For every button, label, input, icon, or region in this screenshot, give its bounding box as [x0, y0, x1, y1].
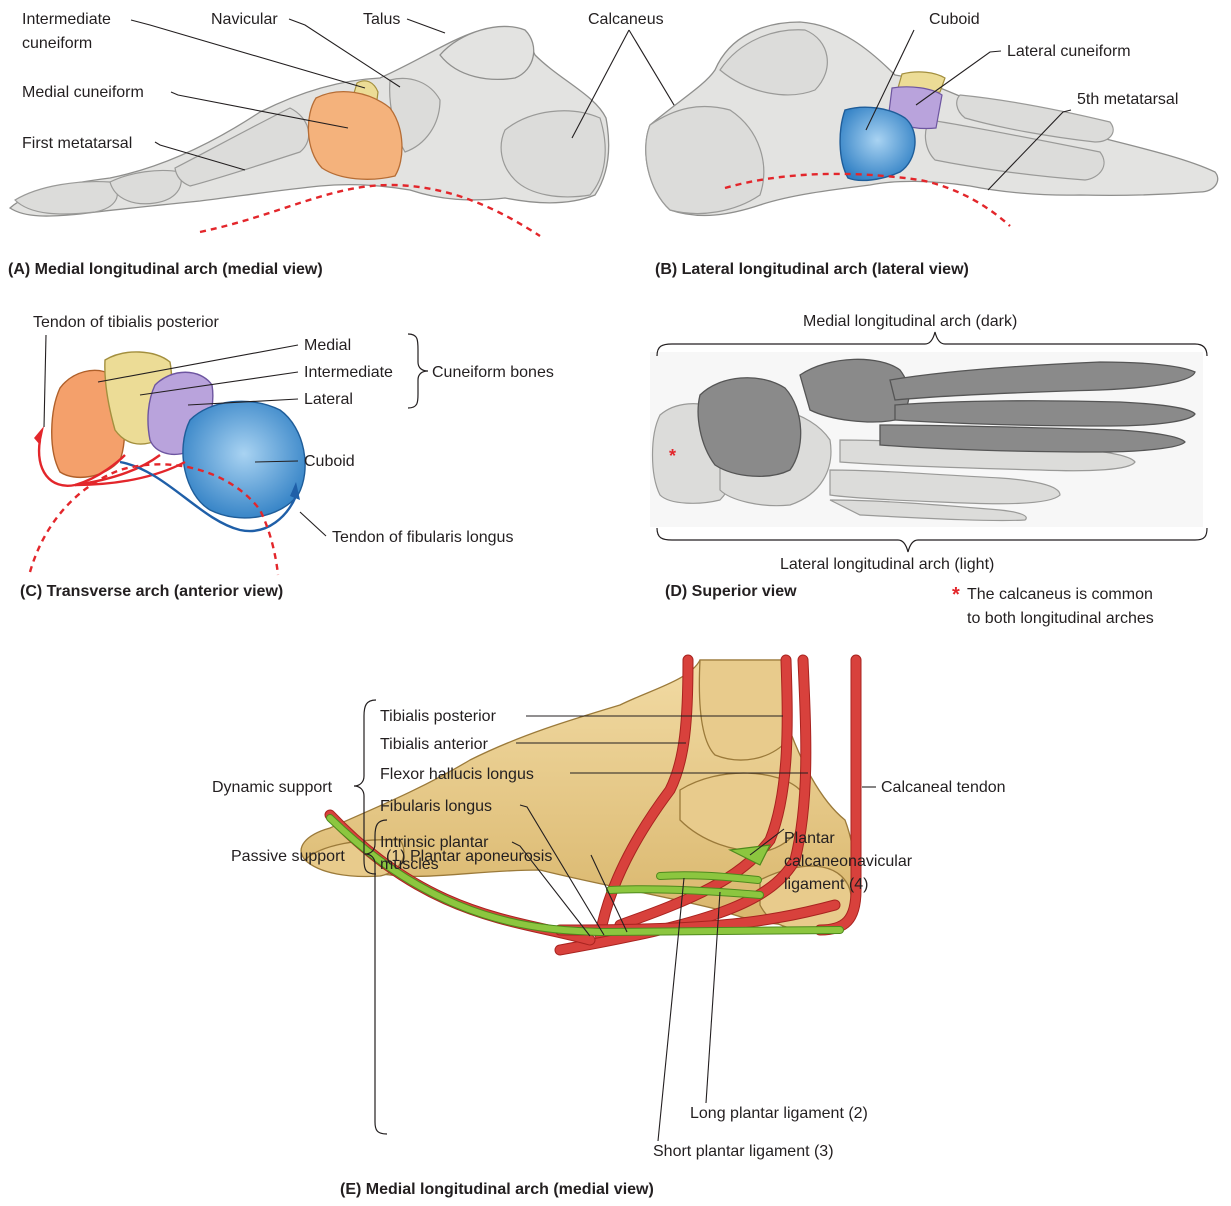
label-pcn-2: calcaneonavicular	[784, 853, 913, 870]
label-tib-ant: Tibialis anterior	[380, 736, 489, 753]
label-cuboid-c: Cuboid	[304, 453, 355, 470]
label-passive-support: Passive support	[231, 848, 345, 865]
leader-tendon-tib-post	[44, 335, 46, 427]
leader-tendon-fib-longus	[300, 512, 326, 536]
label-medial-c: Medial	[304, 337, 351, 354]
label-talus: Talus	[363, 11, 400, 28]
caption-panel-a: (A) Medial longitudinal arch (medial vie…	[8, 261, 323, 278]
label-calcaneal-tendon: Calcaneal tendon	[881, 779, 1006, 796]
label-lateral-c: Lateral	[304, 391, 353, 408]
caption-panel-b: (B) Lateral longitudinal arch (lateral v…	[655, 261, 969, 278]
panel-e: Tibialis posterior Tibialis anterior Fle…	[212, 660, 1006, 1198]
label-tendon-fib-longus: Tendon of fibularis longus	[332, 529, 513, 546]
cuboid-shape-lateral	[840, 107, 915, 180]
label-medial-arch-dark: Medial longitudinal arch (dark)	[803, 313, 1017, 330]
calcaneus-star-marker: *	[669, 446, 676, 466]
note-line-2: to both longitudinal arches	[967, 610, 1154, 627]
label-short-plantar: Short plantar ligament (3)	[653, 1143, 834, 1160]
label-lateral-arch-light: Lateral longitudinal arch (light)	[780, 556, 994, 573]
label-intermediate-cuneiform-1: Intermediate	[22, 11, 111, 28]
label-intermediate-c: Intermediate	[304, 364, 393, 381]
cuneiform-brace	[408, 334, 428, 408]
note-line-1: The calcaneus is common	[967, 586, 1153, 603]
label-pcn-3: ligament (4)	[784, 876, 868, 893]
label-plantar-aponeurosis: (1) Plantar aponeurosis	[386, 848, 552, 865]
label-tendon-tib-post: Tendon of tibialis posterior	[33, 314, 220, 331]
leader-talus	[407, 19, 445, 33]
label-cuneiform-bones: Cuneiform bones	[432, 364, 554, 381]
tibialis-posterior-arrowhead	[34, 426, 44, 445]
label-long-plantar: Long plantar ligament (2)	[690, 1105, 868, 1122]
caption-panel-d: (D) Superior view	[665, 583, 797, 600]
label-fib-longus: Fibularis longus	[380, 798, 492, 815]
cuboid-c	[183, 401, 305, 518]
tibia-shape	[699, 660, 788, 760]
label-navicular: Navicular	[211, 11, 278, 28]
label-tib-post: Tibialis posterior	[380, 708, 497, 725]
panel-a: Intermediate cuneiform Navicular Talus M…	[8, 11, 692, 278]
note-star: *	[952, 584, 960, 606]
label-fifth-metatarsal: 5th metatarsal	[1077, 91, 1178, 108]
label-intermediate-cuneiform-2: cuneiform	[22, 35, 92, 52]
leader-short-plantar	[658, 878, 684, 1141]
label-cuboid-b: Cuboid	[929, 11, 980, 28]
label-fhl: Flexor hallucis longus	[380, 766, 534, 783]
panel-d: * Medial longitudinal arch (dark) Latera…	[650, 313, 1207, 627]
label-pcn-1: Plantar	[784, 830, 835, 847]
panel-c: Tendon of tibialis posterior Medial Inte…	[20, 314, 554, 600]
caption-panel-c: (C) Transverse arch (anterior view)	[20, 583, 283, 600]
leader-intermediate-cuneiform	[131, 20, 365, 88]
label-dynamic-support: Dynamic support	[212, 779, 333, 796]
label-first-metatarsal: First metatarsal	[22, 135, 132, 152]
caption-panel-e: (E) Medial longitudinal arch (medial vie…	[340, 1181, 654, 1198]
lateral-arch-brace	[657, 528, 1207, 552]
label-calcaneus: Calcaneus	[588, 11, 664, 28]
panel-b: Cuboid Lateral cuneiform 5th metatarsal …	[646, 11, 1218, 278]
label-lateral-cuneiform: Lateral cuneiform	[1007, 43, 1131, 60]
label-medial-cuneiform: Medial cuneiform	[22, 84, 144, 101]
